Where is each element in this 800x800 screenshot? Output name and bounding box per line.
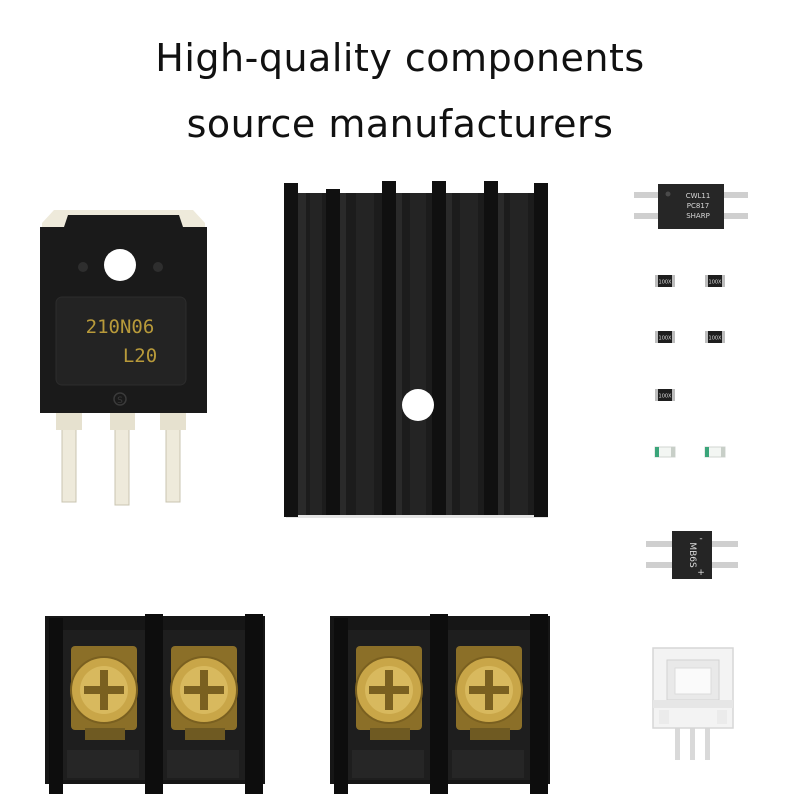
screw-terminal — [170, 656, 238, 724]
bridge-rectifier-marking: MB6S — [687, 542, 697, 568]
optocoupler-body — [658, 184, 724, 229]
bridge-rectifier-minus: - — [699, 534, 702, 544]
smd-resistor-marking: 100X — [659, 394, 673, 400]
smd-resistor-marking: 100X — [709, 336, 723, 342]
screw-terminal — [455, 656, 523, 724]
white-connector-component — [652, 647, 734, 760]
smd-led — [704, 446, 726, 458]
bridge-rectifier-component: - + MB6S — [646, 531, 738, 579]
headline-line-2: source manufacturers — [186, 102, 614, 146]
smd-resistor: 100X — [705, 275, 725, 287]
smd-resistor: 100X — [655, 275, 675, 287]
smd-resistor: 100X — [655, 331, 675, 343]
optocoupler-marking-line-2: PC817 — [687, 202, 709, 210]
optocoupler-component: CWL11 PC817 SHARP — [634, 184, 748, 229]
terminal-block-right — [330, 614, 550, 794]
terminal-block-left — [45, 614, 265, 794]
optocoupler-marking-line-3: SHARP — [686, 212, 710, 220]
bridge-rectifier-plus: + — [697, 568, 705, 578]
bridge-rectifier-body — [672, 531, 712, 579]
smd-leds — [654, 446, 726, 458]
screw-terminal — [70, 656, 138, 724]
heatsink-mounting-hole — [402, 389, 434, 421]
smd-resistors: 100X 100X 100X 100X 100X — [655, 275, 725, 401]
smd-led — [654, 446, 676, 458]
mosfet-component: 210N06 L20 S — [40, 210, 207, 506]
headline-line-1: High-quality components — [155, 36, 645, 80]
optocoupler-marking-line-1: CWL11 — [686, 192, 711, 200]
mosfet-marking-panel — [55, 296, 187, 386]
smd-resistor: 100X — [655, 389, 675, 401]
mosfet-marking-line-2: L20 — [123, 345, 157, 367]
heatsink-component — [284, 181, 548, 518]
mosfet-logo: S — [117, 396, 123, 406]
mosfet-mounting-hole — [104, 249, 136, 281]
smd-resistor-marking: 100X — [709, 280, 723, 286]
mosfet-marking-line-1: 210N06 — [86, 316, 155, 338]
smd-resistor-marking: 100X — [659, 336, 673, 342]
screw-terminal — [355, 656, 423, 724]
smd-resistor: 100X — [705, 331, 725, 343]
smd-resistor-marking: 100X — [659, 280, 673, 286]
